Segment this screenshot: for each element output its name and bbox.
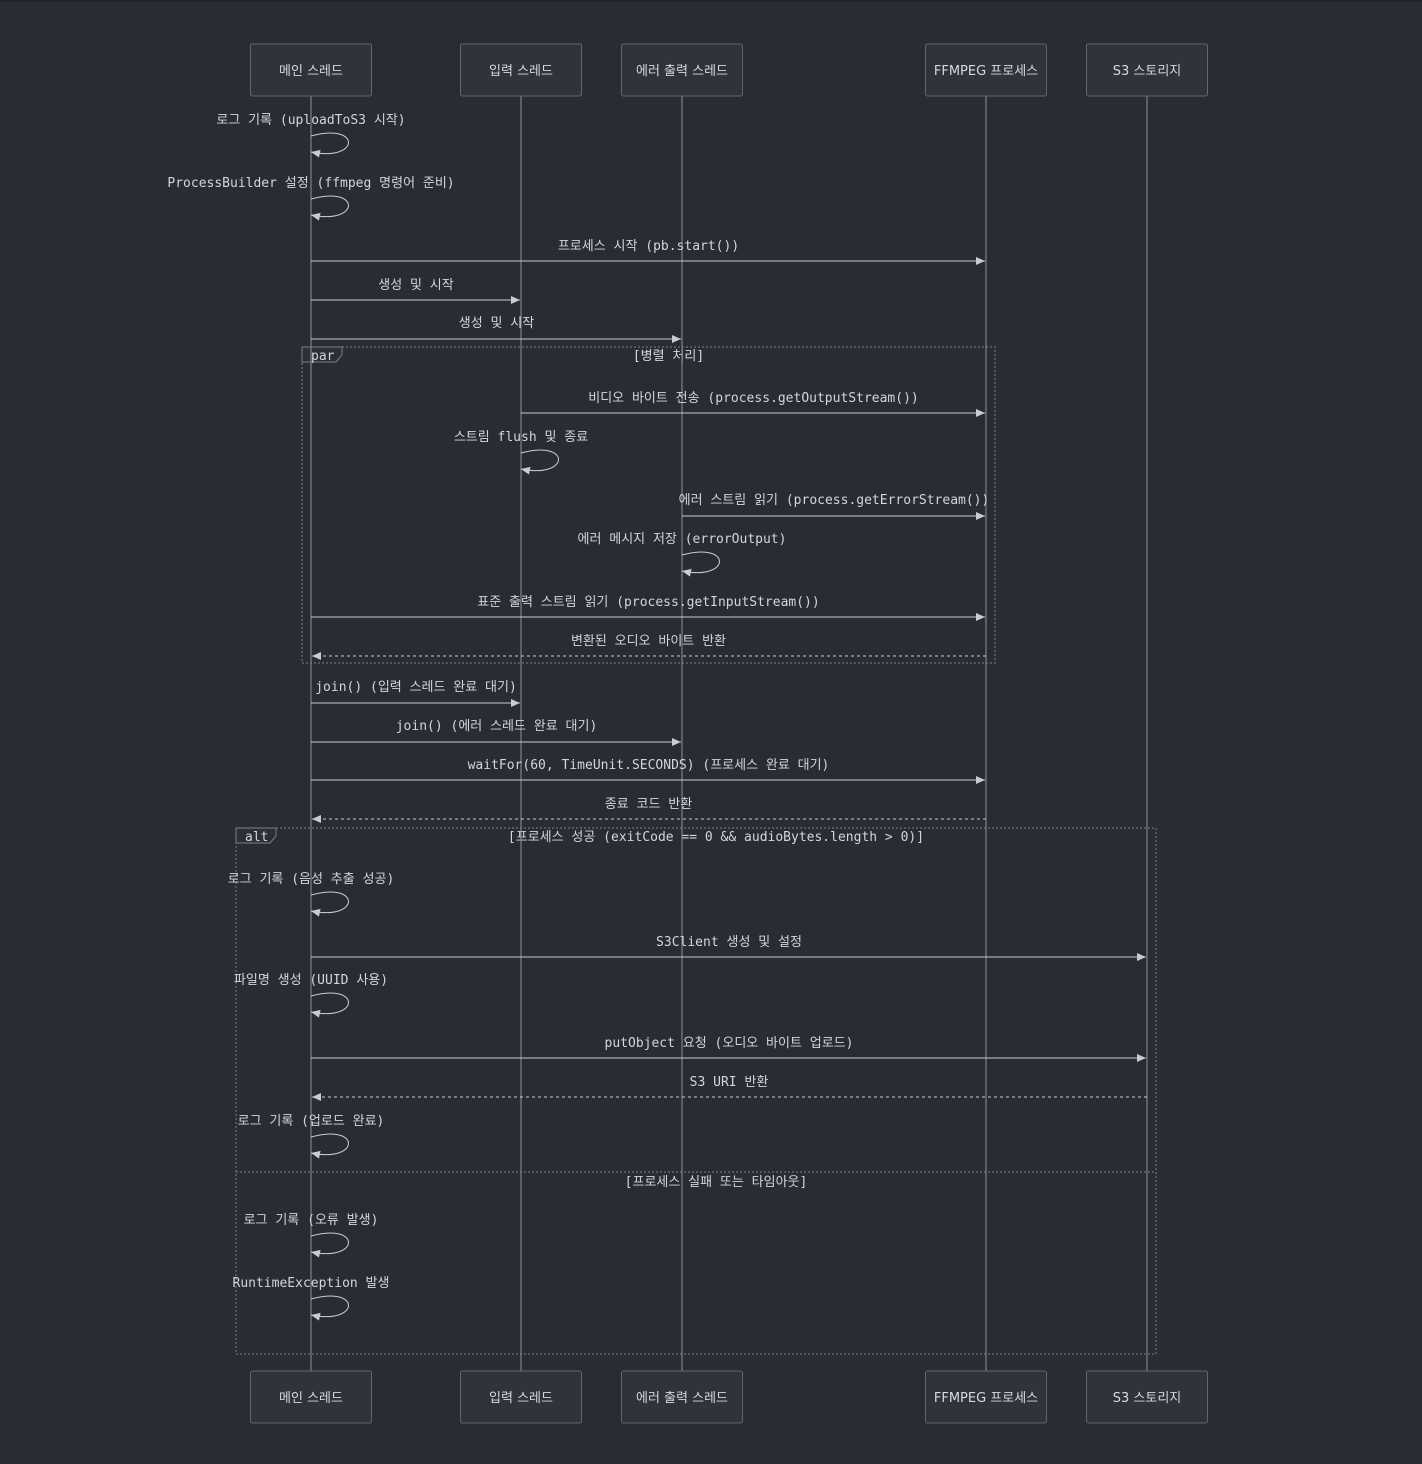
message-label: S3Client 생성 및 설정 [656, 935, 802, 950]
participant-label: 입력 스레드 [489, 1391, 553, 1406]
message-7: 스트림 flush 및 종료 [454, 430, 588, 475]
message-label: 생성 및 시작 [459, 316, 534, 331]
participant-box [925, 1370, 1047, 1424]
participant-box [621, 1370, 743, 1424]
participant-box [250, 43, 372, 97]
self-message-loop [310, 1133, 349, 1159]
fragment-border [301, 346, 996, 664]
participant-label: S3 스토리지 [1113, 1391, 1182, 1406]
participant-box [621, 43, 743, 97]
message-label: 로그 기록 (uploadToS3 시작) [216, 113, 405, 128]
participant-label: 메인 스레드 [279, 64, 343, 79]
participant-label: 메인 스레드 [279, 1391, 343, 1406]
message-15: 종료 코드 반환 [312, 797, 986, 823]
message-2: ProcessBuilder 설정 (ffmpeg 명령어 준비) [167, 176, 455, 221]
fragment-par: par [병렬 처리] [301, 346, 996, 664]
self-message-loop [310, 132, 349, 158]
message-label: 에러 스트림 읽기 (process.getErrorStream()) [679, 493, 990, 508]
message-label: join() (에러 스레드 완료 대기) [396, 719, 598, 734]
fragment-tab [235, 827, 277, 844]
message-21: 로그 기록 (업로드 완료) [238, 1114, 385, 1159]
message-label: putObject 요청 (오디오 바이트 업로드) [605, 1036, 854, 1051]
fragment-else-condition: [프로세스 실패 또는 타임아웃] [625, 1175, 808, 1190]
participant-box [1086, 1370, 1208, 1424]
self-message-loop [520, 449, 559, 475]
self-message-loop [310, 891, 349, 917]
message-label: 프로세스 시작 (pb.start()) [558, 239, 739, 254]
message-11: 변환된 오디오 바이트 반환 [312, 634, 986, 660]
message-label: S3 URI 반환 [690, 1075, 769, 1090]
self-message-loop [681, 551, 720, 577]
participant-ffmpeg-bottom: FFMPEG 프로세스 [925, 1370, 1047, 1424]
message-label: 생성 및 시작 [378, 278, 453, 293]
message-label: waitFor(60, TimeUnit.SECONDS) (프로세스 완료 대… [468, 758, 830, 773]
message-label: 에러 메시지 저장 (errorOutput) [578, 532, 787, 547]
self-message-loop [310, 195, 349, 221]
participant-s3-top: S3 스토리지 [1086, 43, 1208, 97]
participant-label: 입력 스레드 [489, 64, 553, 79]
fragment-kind-label: par [311, 349, 335, 364]
message-label: 로그 기록 (오류 발생) [244, 1213, 379, 1228]
participant-label: FFMPEG 프로세스 [934, 64, 1038, 79]
fragment-tab [301, 346, 343, 363]
message-12: join() (입력 스레드 완료 대기) [311, 680, 520, 707]
fragment-kind-label: alt [245, 830, 268, 845]
message-label: 로그 기록 (업로드 완료) [238, 1114, 385, 1129]
message-18: 파일명 생성 (UUID 사용) [234, 973, 388, 1018]
self-message-loop [310, 992, 349, 1018]
message-label: 종료 코드 반환 [605, 797, 692, 812]
participant-box [1086, 43, 1208, 97]
message-23: RuntimeException 발생 [233, 1276, 390, 1321]
message-10: 표준 출력 스트림 읽기 (process.getInputStream()) [311, 595, 985, 621]
participant-label: FFMPEG 프로세스 [934, 1391, 1038, 1406]
message-16: 로그 기록 (음성 추출 성공) [228, 872, 395, 917]
message-label: 변환된 오디오 바이트 반환 [571, 634, 726, 649]
self-message-loop [310, 1232, 349, 1258]
message-4: 생성 및 시작 [311, 278, 520, 304]
message-label: 파일명 생성 (UUID 사용) [234, 973, 388, 988]
message-14: waitFor(60, TimeUnit.SECONDS) (프로세스 완료 대… [311, 758, 985, 784]
participant-input-bottom: 입력 스레드 [460, 1370, 582, 1424]
message-13: join() (에러 스레드 완료 대기) [311, 719, 681, 746]
message-8: 에러 스트림 읽기 (process.getErrorStream()) [679, 493, 990, 520]
message-3: 프로세스 시작 (pb.start()) [311, 239, 985, 265]
participant-main-top: 메인 스레드 [250, 43, 372, 97]
participant-box [250, 1370, 372, 1424]
participant-box [460, 1370, 582, 1424]
fragment-condition: [병렬 처리] [633, 349, 704, 364]
participant-err-bottom: 에러 출력 스레드 [621, 1370, 743, 1424]
message-label: 로그 기록 (음성 추출 성공) [228, 872, 395, 887]
message-label: 표준 출력 스트림 읽기 (process.getInputStream()) [477, 595, 819, 610]
message-5: 생성 및 시작 [311, 316, 681, 343]
participant-input-top: 입력 스레드 [460, 43, 582, 97]
participant-box [460, 43, 582, 97]
message-label: join() (입력 스레드 완료 대기) [315, 680, 517, 695]
fragment-border [235, 827, 1157, 1355]
message-label: RuntimeException 발생 [233, 1276, 390, 1291]
participant-main-bottom: 메인 스레드 [250, 1370, 372, 1424]
participant-label: 에러 출력 스레드 [636, 64, 728, 79]
participant-label: S3 스토리지 [1113, 64, 1182, 79]
fragment-alt: alt [프로세스 성공 (exitCode == 0 && audioBytes… [235, 827, 1157, 1355]
message-20: S3 URI 반환 [312, 1075, 1147, 1101]
message-19: putObject 요청 (오디오 바이트 업로드) [311, 1036, 1146, 1062]
message-22: 로그 기록 (오류 발생) [244, 1213, 379, 1258]
fragment-condition: [프로세스 성공 (exitCode == 0 && audioBytes.le… [508, 830, 924, 845]
self-message-loop [310, 1295, 349, 1321]
message-9: 에러 메시지 저장 (errorOutput) [578, 532, 787, 577]
participant-label: 에러 출력 스레드 [636, 1391, 728, 1406]
message-label: ProcessBuilder 설정 (ffmpeg 명령어 준비) [167, 176, 454, 191]
participant-s3-bottom: S3 스토리지 [1086, 1370, 1208, 1424]
message-17: S3Client 생성 및 설정 [311, 935, 1146, 961]
message-1: 로그 기록 (uploadToS3 시작) [216, 113, 406, 158]
participant-box [925, 43, 1047, 97]
message-6: 비디오 바이트 전송 (process.getOutputStream()) [521, 391, 985, 417]
message-label: 스트림 flush 및 종료 [454, 430, 588, 445]
message-label: 비디오 바이트 전송 (process.getOutputStream()) [588, 391, 918, 406]
participant-ffmpeg-top: FFMPEG 프로세스 [925, 43, 1047, 97]
participant-err-top: 에러 출력 스레드 [621, 43, 743, 97]
